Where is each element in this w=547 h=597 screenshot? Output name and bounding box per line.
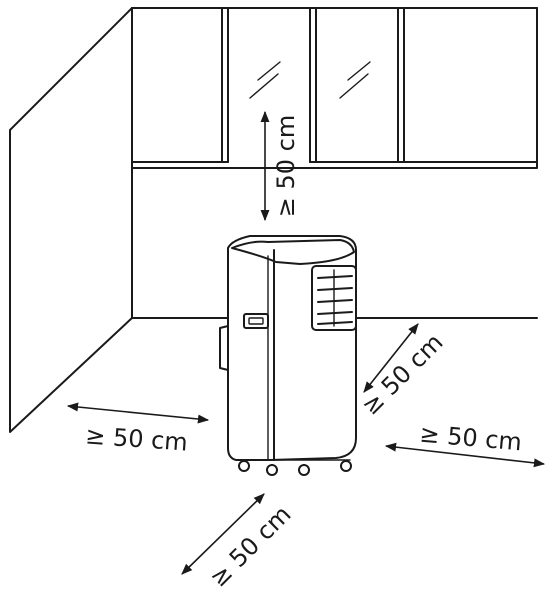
window-frame xyxy=(131,7,538,169)
caster-1 xyxy=(238,460,250,472)
rear-panel xyxy=(219,325,229,371)
air-conditioner-unit xyxy=(219,235,357,476)
right-side-clearance-label: ≥ 50 cm xyxy=(356,328,448,420)
caster-2 xyxy=(266,464,278,476)
left-clearance-arrow xyxy=(66,402,210,424)
louvre-slat-1 xyxy=(317,275,353,279)
window xyxy=(131,7,538,169)
front-clearance-arrow xyxy=(181,493,265,575)
left-wall xyxy=(9,7,133,433)
right-far-clearance-arrow xyxy=(384,442,546,468)
unit-body xyxy=(227,235,357,461)
glass-reflection-2a xyxy=(347,61,371,81)
glass-reflection-1b xyxy=(249,73,279,99)
dimension-arrows xyxy=(66,110,546,575)
caster-3 xyxy=(298,464,310,476)
right-side-clearance-arrow xyxy=(363,323,419,393)
louvre-slat-3 xyxy=(317,299,353,303)
louvre-slat-4 xyxy=(317,311,353,315)
louvre-slat-5 xyxy=(317,321,353,325)
louvre-frame xyxy=(311,265,357,331)
side-handle xyxy=(243,313,269,329)
side-handle-inner xyxy=(248,317,264,325)
glass-reflection-2b xyxy=(339,73,369,99)
caster-4 xyxy=(340,460,352,472)
top-clearance-label: ≥ 50 cm xyxy=(272,115,300,217)
glass-reflection-1a xyxy=(257,61,281,81)
louvre-slat-2 xyxy=(317,287,353,291)
left-clearance-label: ≥ 50 cm xyxy=(84,421,188,456)
front-clearance-label: ≥ 50 cm xyxy=(204,500,296,592)
